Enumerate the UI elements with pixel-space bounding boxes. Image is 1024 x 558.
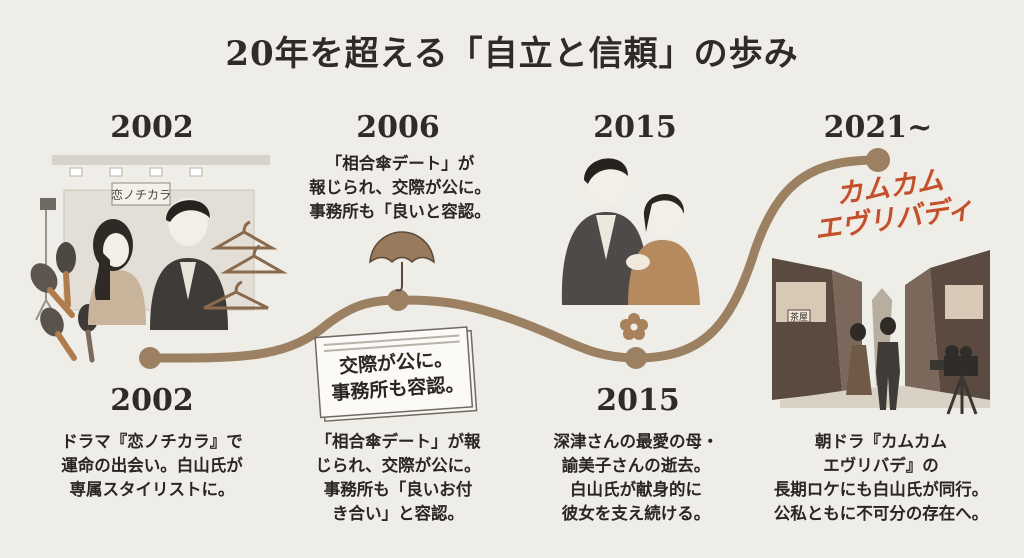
page-title: 20年を超える「自立と信頼」の歩み — [225, 34, 799, 74]
caption-line: 朝ドラ『カムカム — [815, 432, 947, 451]
newspaper-headline: 交際が公に。 事務所も容認。 — [320, 345, 473, 407]
caption-line: 専属スタイリストに。 — [69, 480, 235, 499]
year-2015-bottom: 2015 — [596, 383, 680, 418]
year-2021-top: 2021~ — [823, 110, 933, 145]
caption-line: じられ、交際が公に。 — [315, 456, 481, 475]
newspaper-icon — [314, 326, 478, 422]
caption-2021: 朝ドラ『カムカム エヴリバデ』の 長期ロケにも白山氏が同行。 公私ともに不可分の… — [756, 430, 1006, 526]
caption-line: ドラマ『恋ノチカラ』で — [61, 432, 243, 451]
umbrella-icon — [369, 231, 435, 292]
timeline-path — [145, 155, 883, 363]
tea-shop-sign: 茶屋 — [790, 311, 808, 323]
timeline-dot-2021 — [866, 148, 890, 172]
caption-line: 諭美子さんの逝去。 — [561, 456, 711, 475]
caption-line: 報じられ、交際が公に。 — [309, 178, 491, 197]
year-2015-top: 2015 — [593, 110, 677, 145]
caption-line: 「相合傘デート」が — [325, 154, 475, 173]
caption-2006-top: 「相合傘デート」が 報じられ、交際が公に。 事務所も「良いと容認。 — [290, 152, 510, 224]
man-figure — [150, 198, 228, 330]
flower-icon — [620, 313, 648, 340]
year-2002-bottom: 2002 — [110, 383, 194, 418]
year-2006-top: 2006 — [356, 110, 440, 145]
caption-2015: 深津さんの最愛の母・ 諭美子さんの逝去。 白山氏が献身的に 彼女を支え続ける。 — [526, 430, 746, 526]
caption-line: 公私ともに不可分の存在へ。 — [773, 504, 989, 523]
caption-line: 運命の出会い。白山氏が — [61, 456, 243, 475]
timeline-dot-2015 — [625, 347, 647, 369]
caption-2006: 「相合傘デート」が報 じられ、交際が公に。 事務所も「良いお付 き合い」と容認。 — [288, 430, 508, 526]
timeline-dot-2006 — [387, 289, 409, 311]
caption-line: 白山氏が献身的に — [570, 480, 702, 499]
woman-figure — [88, 219, 146, 325]
brush-icon — [30, 242, 98, 363]
caption-2002: ドラマ『恋ノチカラ』で 運命の出会い。白山氏が 専属スタイリストに。 — [42, 430, 262, 502]
caption-line: 深津さんの最愛の母・ — [553, 432, 719, 451]
year-2002-top: 2002 — [110, 110, 194, 145]
camera-icon — [930, 345, 978, 415]
street-scene-illustration: 茶屋 — [772, 250, 990, 415]
caption-line: き合い」と容認。 — [332, 504, 464, 523]
timeline-dot-2002 — [139, 347, 161, 369]
caption-line: 長期ロケにも白山氏が同行。 — [773, 480, 989, 499]
couple-2015-illustration — [561, 158, 700, 305]
hanger-icon — [203, 220, 288, 310]
caption-line: 事務所も「良いお付 — [323, 480, 473, 499]
studio-scene-illustration: 恋ノチカラ — [30, 155, 288, 363]
caption-line: 彼女を支え続ける。 — [561, 504, 711, 523]
caption-line: 「相合傘デート」が報 — [315, 432, 481, 451]
caption-line: 事務所も「良いと容認。 — [309, 202, 491, 221]
caption-line: エヴリバデ』の — [823, 456, 939, 475]
studio-sign-text: 恋ノチカラ — [111, 187, 171, 202]
